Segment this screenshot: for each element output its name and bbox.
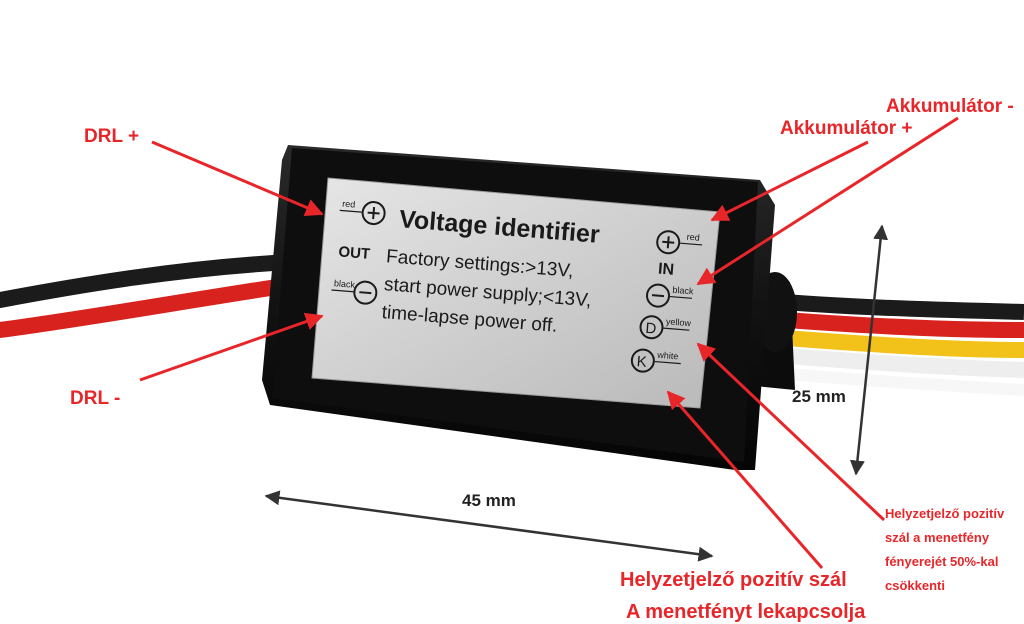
out-plus-wire-color: red [342, 199, 356, 210]
dimension-width-label: 45 mm [462, 491, 516, 510]
callout-helyzetjelzo-50-line-4: csökkenti [885, 578, 945, 593]
in-plus-terminal-icon [656, 230, 681, 255]
callout-helyzetjelzo-50-line-1: Helyzetjelző pozitív [885, 506, 1005, 521]
out-label: OUT [338, 243, 371, 262]
dimension-arrows [264, 224, 889, 562]
arrow-helyzetjelzo-50 [696, 342, 886, 522]
dimension-height-label: 25 mm [792, 387, 846, 406]
out-plus-terminal-icon [361, 201, 386, 226]
callout-drl-plus: DRL + [84, 126, 139, 147]
in-label: IN [657, 261, 674, 279]
label-sticker [311, 177, 721, 409]
callout-akkumulator-plus: Akkumulátor + [780, 118, 913, 139]
left-wires [0, 254, 298, 338]
dimension-arrow-width [264, 490, 714, 562]
out-minus-terminal-icon [353, 280, 378, 305]
in-k-terminal-icon [630, 348, 655, 373]
callout-helyzetjelzo-off-line-1: Helyzetjelző pozitív szál [620, 569, 847, 591]
callout-helyzetjelzo-off-line-2: A menetfényt lekapcsolja [626, 601, 866, 623]
in-k-wire-color: white [656, 350, 679, 362]
in-plus-wire-color: red [686, 232, 700, 243]
right-wires [759, 292, 1024, 396]
arrow-akkumulator-plus [710, 140, 869, 222]
callout-helyzetjelzo-50-line-2: szál a menetfény [885, 530, 990, 545]
arrow-helyzetjelzo-off [666, 390, 824, 569]
arrow-drl-plus [151, 140, 324, 216]
in-minus-wire-color: black [672, 285, 694, 297]
callout-akkumulator-minus: Akkumulátor - [886, 96, 1014, 117]
callout-arrows [139, 116, 959, 569]
callout-helyzetjelzo-50-line-3: fényerejét 50%-kal [885, 554, 998, 569]
out-minus-wire-color: black [334, 278, 356, 290]
arrow-akkumulator-minus [696, 116, 959, 286]
d-letter: D [645, 320, 657, 338]
arrow-drl-minus [139, 312, 324, 382]
in-d-wire-color: yellow [666, 316, 692, 328]
k-letter: K [636, 353, 647, 371]
in-minus-terminal-icon [646, 283, 671, 308]
dimension-arrow-height [849, 224, 889, 476]
in-d-terminal-icon [639, 315, 664, 340]
callout-drl-minus: DRL - [70, 388, 120, 409]
